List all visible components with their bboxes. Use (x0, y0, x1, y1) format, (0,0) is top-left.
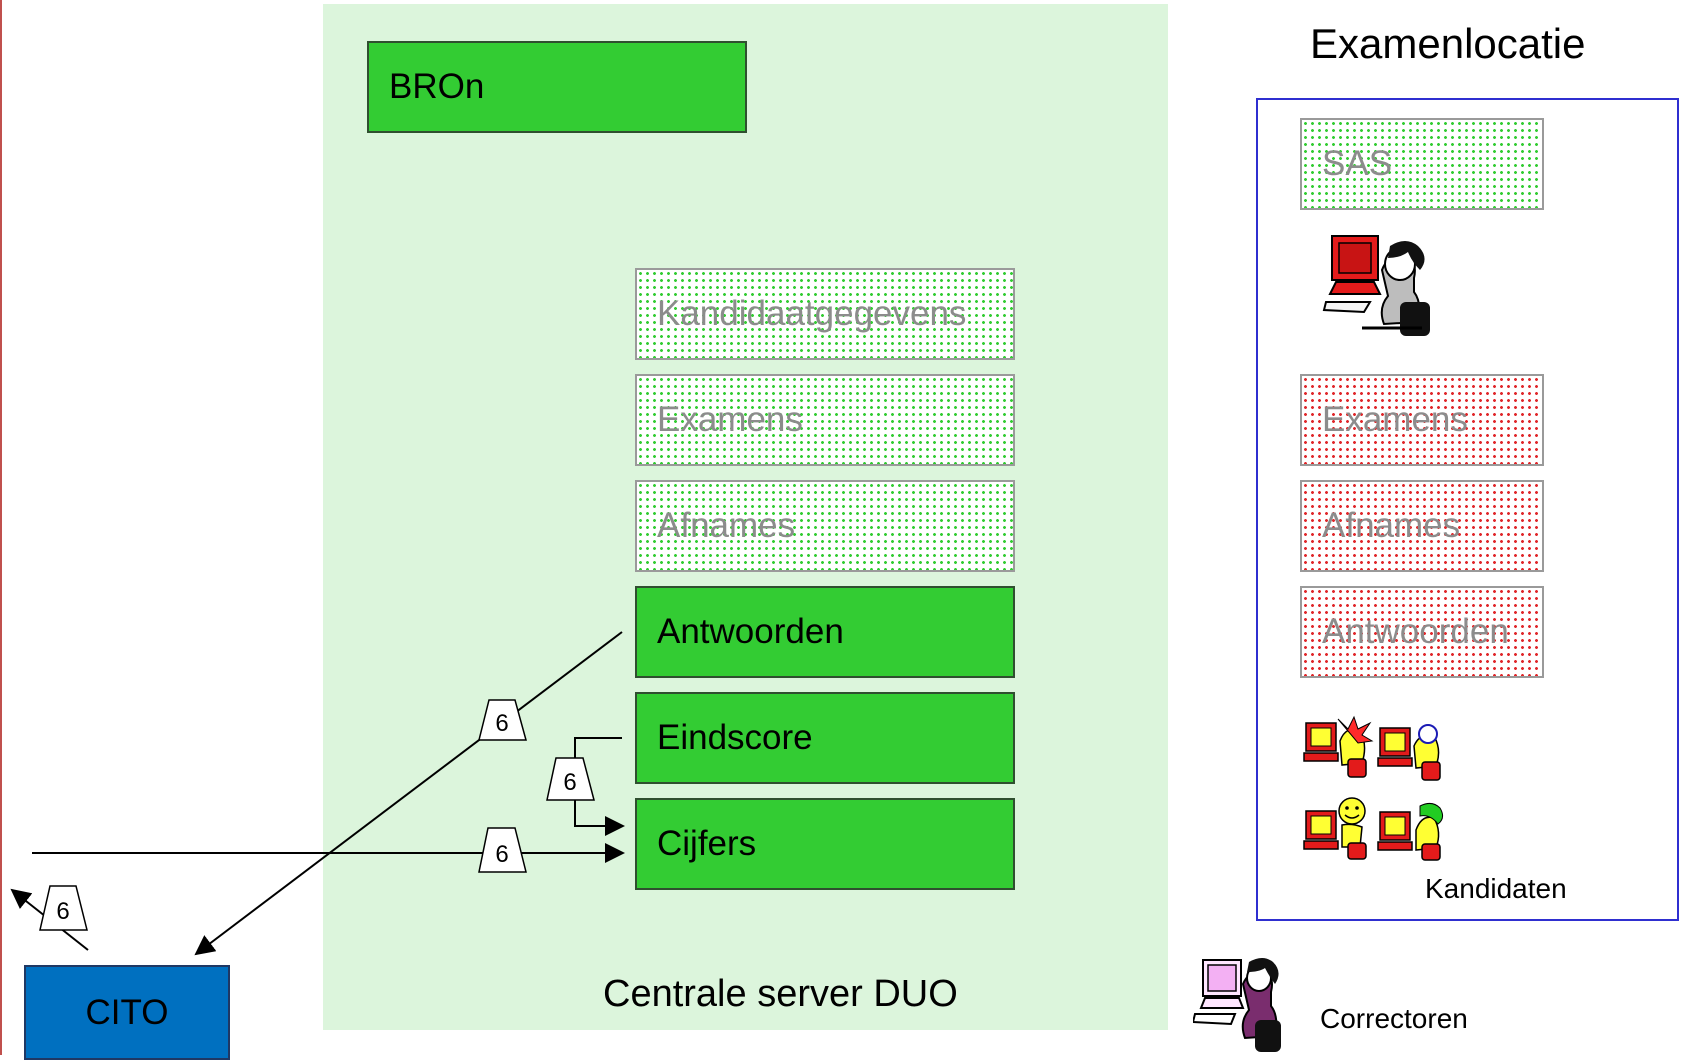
step-marker-external-cijfers: 6 (478, 827, 527, 873)
step-marker-antwoorden-cito: 6 (478, 699, 527, 741)
cijfers-box: Cijfers (635, 798, 1015, 890)
eindscore-box: Eindscore (635, 692, 1015, 784)
candidate-computer-icon (1377, 724, 1441, 781)
step-marker-eindscore-cijfers: 6 (546, 757, 595, 801)
examenlocatie-frame (1256, 98, 1679, 921)
bron-label: BROn (389, 67, 485, 106)
server-afnames-box: Afnames (635, 480, 1015, 572)
candidate-computer-icon (1303, 715, 1374, 778)
server-afnames-label: Afnames (657, 506, 796, 545)
step-label: 6 (56, 898, 69, 925)
location-antwoorden-box: Antwoorden (1300, 586, 1544, 678)
server-antwoorden-box: Antwoorden (635, 586, 1015, 678)
location-antwoorden-label: Antwoorden (1322, 612, 1509, 651)
kandidaatgegevens-box: Kandidaatgegevens (635, 268, 1015, 360)
location-examens-label: Examens (1322, 400, 1468, 439)
server-title: Centrale server DUO (603, 973, 958, 1015)
bron-box: BROn (367, 41, 747, 133)
examenlocatie-title: Examenlocatie (1310, 20, 1586, 67)
left-edge-rule (0, 0, 2, 1055)
cito-label: CITO (85, 992, 169, 1032)
kandidaten-label: Kandidaten (1425, 873, 1567, 904)
candidate-computer-icon (1377, 802, 1444, 861)
antwoorden-to-cito-arrow (194, 631, 623, 956)
location-afnames-label: Afnames (1322, 506, 1461, 545)
sas-label: SAS (1322, 144, 1393, 183)
correctoren-label: Correctoren (1320, 1003, 1468, 1034)
location-examens-box: Examens (1300, 374, 1544, 466)
candidate-computer-icon (1303, 797, 1367, 860)
location-afnames-box: Afnames (1300, 480, 1544, 572)
server-examens-label: Examens (657, 400, 803, 439)
cijfers-label: Cijfers (657, 824, 757, 863)
step-label: 6 (563, 769, 576, 796)
server-examens-box: Examens (635, 374, 1015, 466)
corrector-at-computer-icon (1193, 958, 1281, 1052)
step-marker-cito-out: 6 (39, 885, 88, 931)
step-label: 6 (495, 841, 508, 868)
server-antwoorden-label: Antwoorden (657, 612, 844, 651)
kandidaatgegevens-label: Kandidaatgegevens (657, 294, 967, 333)
step-label: 6 (495, 710, 508, 737)
eindscore-label: Eindscore (657, 718, 813, 757)
sas-box: SAS (1300, 118, 1544, 210)
woman-at-computer-icon (1322, 235, 1430, 336)
